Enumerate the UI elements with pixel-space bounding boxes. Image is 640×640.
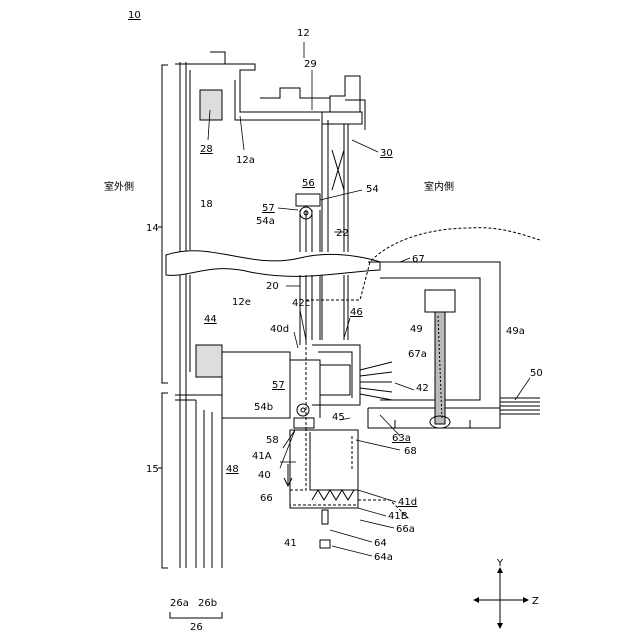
label-48: 48 [226, 464, 239, 475]
break-lines [166, 251, 380, 277]
label-41A: 41A [252, 451, 272, 462]
label-54: 54 [366, 184, 379, 195]
label-12a: 12a [236, 155, 255, 166]
label-22: 22 [336, 228, 349, 239]
label-26b: 26b [198, 598, 217, 609]
axis-indicator [474, 568, 528, 628]
label-15: 15 [146, 464, 159, 475]
label-49a: 49a [506, 326, 525, 337]
airflow-67a [360, 362, 392, 400]
outdoor-label: 室外側 [104, 180, 134, 193]
label-49: 49 [410, 324, 423, 335]
label-42: 42 [416, 383, 429, 394]
heater-unit-49 [368, 262, 500, 428]
label-26: 26 [190, 622, 203, 633]
label-40d: 40d [270, 324, 289, 335]
label-41B: 41B [388, 511, 408, 522]
label-64a: 64a [374, 552, 393, 563]
label-42c: 42c [292, 298, 310, 309]
label-68: 68 [404, 446, 417, 457]
label-67a: 67a [408, 349, 427, 360]
hinge-lower [294, 404, 314, 428]
label-12e: 12e [232, 297, 251, 308]
label-41: 41 [284, 538, 297, 549]
label-12: 12 [297, 28, 310, 39]
label-28: 28 [200, 144, 213, 155]
top-frame-12 [175, 52, 365, 130]
label-66: 66 [260, 493, 273, 504]
axis-y-label: Y [496, 558, 504, 569]
label-45: 45 [332, 412, 345, 423]
label-54a: 54a [256, 216, 275, 227]
label-29: 29 [304, 59, 317, 70]
label-57b: 57 [272, 380, 285, 391]
label-50: 50 [530, 368, 543, 379]
label-56: 56 [302, 178, 315, 189]
height-brackets [158, 65, 168, 568]
label-41d: 41d [398, 497, 417, 508]
indoor-label: 室内側 [424, 180, 454, 193]
label-64: 64 [374, 538, 387, 549]
label-14: 14 [146, 223, 159, 234]
label-67: 67 [412, 254, 425, 265]
label-20: 20 [266, 281, 279, 292]
label-66a: 66a [396, 524, 415, 535]
label-46: 46 [350, 307, 363, 318]
label-54b: 54b [254, 402, 273, 413]
bracket-26 [170, 612, 222, 618]
label-58: 58 [266, 435, 279, 446]
label-44: 44 [204, 314, 217, 325]
axis-z-label: Z [532, 596, 539, 607]
label-63a: 63a [392, 433, 411, 444]
label-40: 40 [258, 470, 271, 481]
label-30: 30 [380, 148, 393, 159]
label-18: 18 [200, 199, 213, 210]
figure-number: 10 [128, 10, 141, 21]
down-arrow [284, 464, 292, 486]
mullion-lower [300, 275, 348, 345]
label-57a: 57 [262, 203, 275, 214]
lower-unit-41 [290, 430, 358, 548]
leader-lines [208, 42, 530, 556]
label-26a: 26a [170, 598, 189, 609]
pipe-50 [500, 398, 540, 414]
